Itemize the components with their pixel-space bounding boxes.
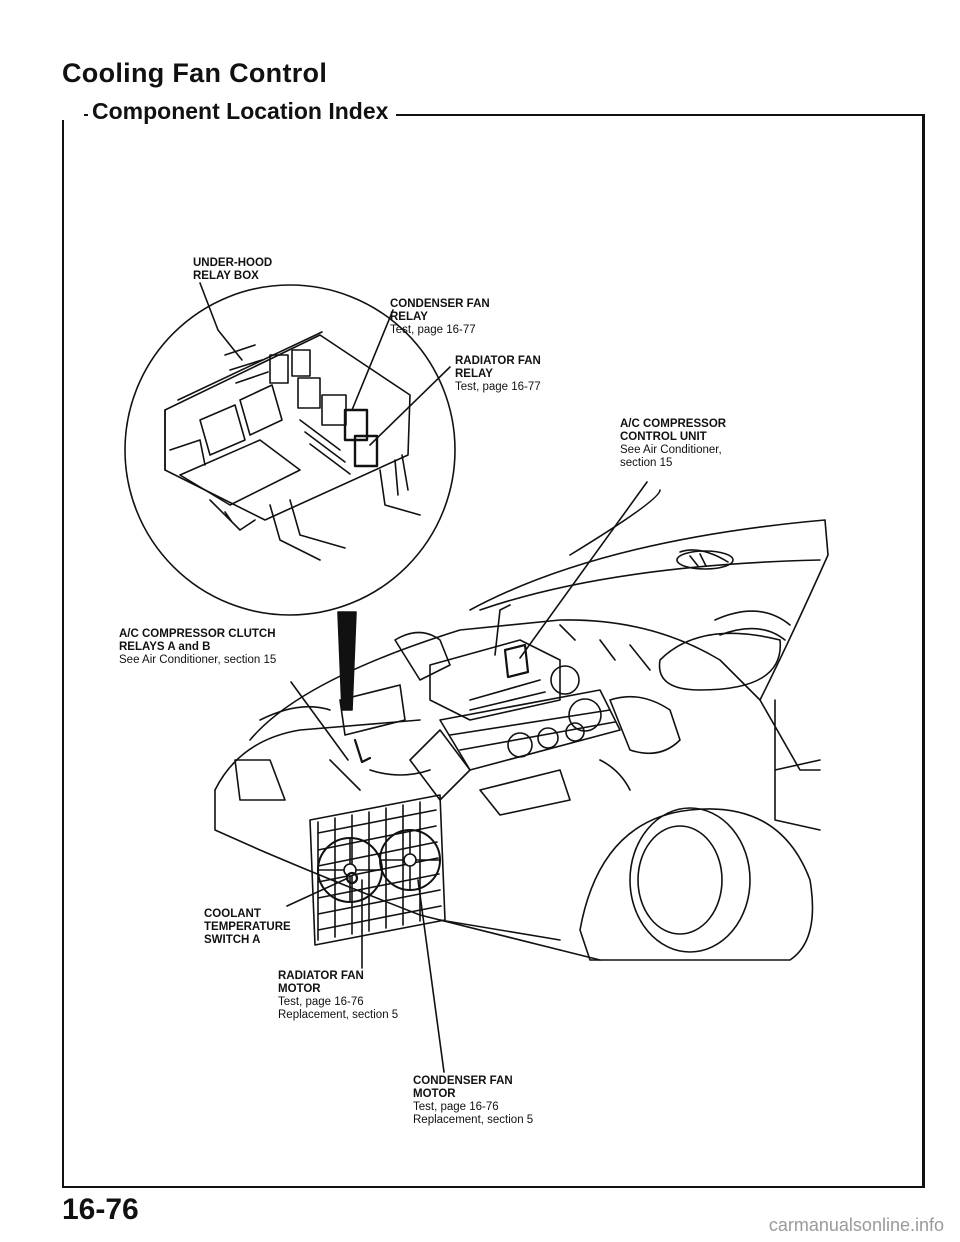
label-ref: section 15 — [620, 457, 673, 469]
label-line: CONDENSER FAN — [390, 298, 490, 310]
label-line: RADIATOR FAN — [278, 970, 364, 982]
label-under-hood-relay-box: UNDER-HOOD RELAY BOX — [193, 257, 272, 283]
label-ref: Test, page 16-77 — [390, 324, 476, 336]
label-ref: See Air Conditioner, section 15 — [119, 654, 277, 666]
leader-condenser-fan-motor — [417, 879, 445, 1073]
page-number: 16-76 — [62, 1193, 139, 1226]
zoom-pointer — [337, 611, 357, 711]
leader-relay-box — [199, 282, 243, 361]
figure-frame — [62, 114, 925, 1188]
watermark: carmanualsonline.info — [768, 1215, 944, 1235]
page-title: Cooling Fan Control — [62, 58, 328, 88]
label-line: RELAY — [455, 368, 493, 380]
label-line: RELAYS A and B — [119, 641, 211, 653]
leader-condenser-fan-relay — [351, 309, 394, 411]
radiator-fan-relay-part — [353, 434, 379, 468]
label-ref: Replacement, section 5 — [278, 1009, 399, 1021]
relay-box-zoom-circle — [124, 284, 456, 616]
label-radiator-fan-motor: RADIATOR FAN MOTOR Test, page 16-76 Repl… — [278, 970, 398, 1022]
label-ref: Test, page 16-77 — [455, 381, 541, 393]
label-line: A/C COMPRESSOR — [620, 418, 727, 430]
leader-radiator-fan-relay — [369, 366, 451, 446]
label-coolant-temperature-switch: COOLANT TEMPERATURE SWITCH A — [204, 908, 291, 947]
frame-gap — [62, 110, 84, 120]
label-ref: Replacement, section 5 — [413, 1114, 534, 1126]
label-line: A/C COMPRESSOR CLUTCH — [119, 628, 276, 640]
car-outline — [214, 489, 829, 961]
label-line: RELAY — [390, 311, 428, 323]
label-line: TEMPERATURE — [204, 921, 291, 933]
label-ac-compressor-control-unit: A/C COMPRESSOR CONTROL UNIT See Air Cond… — [620, 418, 726, 470]
leader-coolant-switch — [286, 877, 349, 907]
label-condenser-fan-motor: CONDENSER FAN MOTOR Test, page 16-76 Rep… — [413, 1075, 533, 1127]
label-line: RELAY BOX — [193, 270, 259, 282]
section-subtitle: Component Location Index — [88, 98, 397, 125]
engine-bay — [329, 604, 681, 816]
label-ref: See Air Conditioner, — [620, 444, 722, 456]
leader-clutch-relays — [290, 681, 349, 761]
label-ac-compressor-clutch-relays: A/C COMPRESSOR CLUTCH RELAYS A and B See… — [119, 628, 276, 667]
label-line: SWITCH A — [204, 934, 261, 946]
label-radiator-fan-relay: RADIATOR FAN RELAY Test, page 16-77 — [455, 355, 541, 394]
label-condenser-fan-relay: CONDENSER FAN RELAY Test, page 16-77 — [390, 298, 490, 337]
label-line: UNDER-HOOD — [193, 257, 273, 269]
label-line: COOLANT — [204, 908, 261, 920]
leader-ac-control-unit — [519, 481, 648, 659]
label-line: CONTROL UNIT — [620, 431, 707, 443]
label-line: MOTOR — [413, 1088, 456, 1100]
label-line: MOTOR — [278, 983, 321, 995]
label-line: RADIATOR FAN — [455, 355, 541, 367]
radiator-assembly — [309, 794, 446, 946]
label-ref: Test, page 16-76 — [413, 1101, 499, 1113]
under-hood-relay-box — [164, 331, 421, 561]
label-line: CONDENSER FAN — [413, 1075, 513, 1087]
label-ref: Test, page 16-76 — [278, 996, 364, 1008]
